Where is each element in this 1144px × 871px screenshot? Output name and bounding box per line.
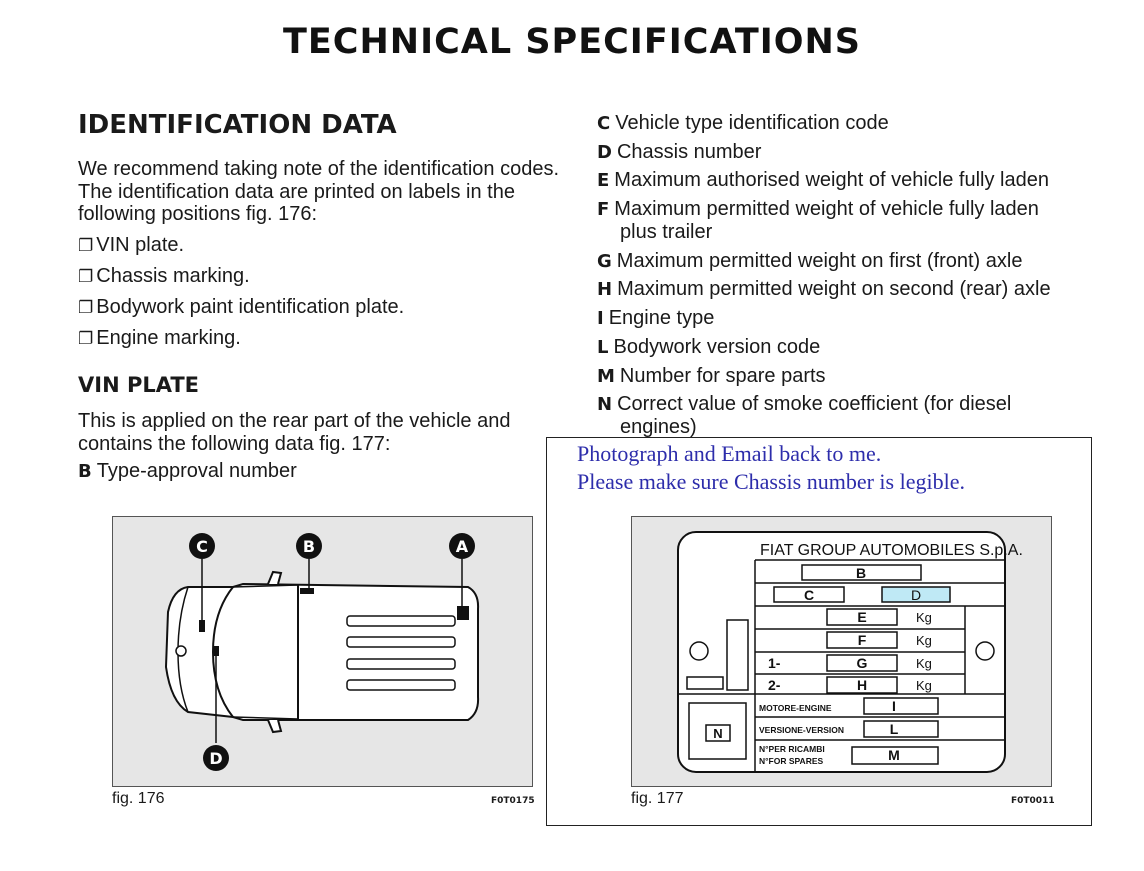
- legend-text-continuation: plus trailer: [620, 221, 713, 243]
- legend-text: Maximum permitted weight on second (rear…: [617, 278, 1051, 300]
- section-title: IDENTIFICATION DATA: [78, 110, 397, 140]
- label-position-a-mark: [457, 606, 469, 620]
- legend-text: Maximum authorised weight of vehicle ful…: [614, 169, 1049, 191]
- plate-field-g: G: [857, 655, 868, 671]
- plate-field-b: B: [856, 565, 866, 581]
- figure-176-caption: fig. 176: [112, 790, 165, 807]
- legend-text: Bodywork version code: [613, 336, 821, 358]
- legend-key: M: [597, 366, 615, 387]
- van-outline: [164, 570, 480, 734]
- callout-label: C: [196, 537, 208, 556]
- plate-field-l: L: [890, 721, 899, 737]
- bullet-item: ❐Engine marking.: [78, 327, 241, 350]
- bullet-text: VIN plate.: [96, 234, 185, 256]
- legend-text: Vehicle type identification code: [615, 112, 889, 134]
- callout-label: D: [209, 749, 222, 768]
- legend-key: B: [78, 461, 92, 482]
- plate-engine-label: MOTORE-ENGINE: [759, 703, 832, 713]
- plate-unit-kg: Kg: [916, 678, 932, 693]
- note-line-1: Photograph and Email back to me.: [577, 441, 882, 466]
- callout-c: C: [189, 533, 215, 559]
- legend-text-continuation: engines): [620, 416, 697, 438]
- roof-ribs: [346, 615, 456, 691]
- label-position-b-mark: [300, 588, 314, 594]
- vin-plate-paragraph: This is applied on the rear part of the …: [78, 410, 511, 455]
- bullet-text: Engine marking.: [96, 327, 241, 349]
- intro-paragraph: We recommend taking note of the identifi…: [78, 158, 560, 225]
- bullet-item: ❐VIN plate.: [78, 234, 184, 257]
- legend-key: H: [597, 279, 613, 300]
- vehicle-top-view-diagram: C B A D: [164, 533, 480, 771]
- checkbox-bullet-icon: ❐: [78, 236, 94, 256]
- plate-unit-kg: Kg: [916, 633, 932, 648]
- handwritten-note-box: [546, 437, 1092, 826]
- legend-key: G: [597, 251, 612, 272]
- plate-spares-label-2: N°FOR SPARES: [759, 756, 823, 766]
- bullet-item: ❐Chassis marking.: [78, 265, 250, 288]
- plate-axle-1: 1-: [768, 655, 781, 671]
- figure-176-frame: C B A D: [112, 516, 533, 787]
- plate-field-h: H: [857, 677, 867, 693]
- vin-plate-diagram: FIAT GROUP AUTOMOBILES S.p.A. B C D E F …: [677, 531, 1023, 773]
- plate-version-label: VERSIONE-VERSION: [759, 725, 844, 735]
- checkbox-bullet-icon: ❐: [78, 267, 94, 287]
- plate-field-f: F: [858, 632, 867, 648]
- page-title: TECHNICAL SPECIFICATIONS: [283, 22, 861, 62]
- bullet-item: ❐Bodywork paint identification plate.: [78, 296, 404, 319]
- plate-field-e: E: [857, 609, 866, 625]
- legend-key: I: [597, 308, 604, 329]
- bullet-text: Chassis marking.: [96, 265, 250, 287]
- legend-text: Type-approval number: [96, 460, 297, 482]
- callout-label: B: [303, 537, 315, 556]
- legend-key: N: [597, 394, 613, 415]
- plate-spares-label-1: N°PER RICAMBI: [759, 744, 825, 754]
- vin-plate-heading: VIN PLATE: [78, 373, 200, 397]
- callout-b: B: [296, 533, 322, 559]
- chassis-number-highlight: [881, 586, 951, 603]
- callout-d: D: [203, 745, 229, 771]
- figure-177-code: F0T0011: [1011, 796, 1055, 806]
- callout-label: A: [456, 537, 469, 556]
- legend-key: C: [597, 113, 611, 134]
- legend-key: F: [597, 199, 610, 220]
- plate-maker-name: FIAT GROUP AUTOMOBILES S.p.A.: [760, 542, 1023, 559]
- legend-text: Maximum permitted weight on first (front…: [616, 250, 1023, 272]
- legend-key: L: [597, 337, 609, 358]
- checkbox-bullet-icon: ❐: [78, 298, 94, 318]
- legend-text: Maximum permitted weight of vehicle full…: [614, 198, 1039, 220]
- plate-field-d: D: [911, 587, 921, 603]
- legend-text: Correct value of smoke coefficient (for …: [617, 393, 1012, 415]
- figure-176-code: F0T0175: [491, 796, 535, 806]
- plate-unit-kg: Kg: [916, 610, 932, 625]
- legend-text: Engine type: [608, 307, 715, 329]
- figure-177-caption: fig. 177: [631, 790, 684, 807]
- plate-field-c: C: [804, 587, 814, 603]
- legend-text: Chassis number: [616, 141, 762, 163]
- checkbox-bullet-icon: ❐: [78, 329, 94, 349]
- figure-177-frame: FIAT GROUP AUTOMOBILES S.p.A. B C D E F …: [631, 516, 1052, 787]
- legend-text: Number for spare parts: [619, 365, 826, 387]
- legend-key: E: [597, 170, 610, 191]
- plate-unit-kg: Kg: [916, 656, 932, 671]
- plate-axle-2: 2-: [768, 677, 781, 693]
- plate-field-i: I: [892, 698, 896, 714]
- plate-field-m: M: [888, 747, 900, 763]
- plate-field-n: N: [713, 726, 722, 741]
- leader-lines: [201, 559, 463, 743]
- bullet-text: Bodywork paint identification plate.: [96, 296, 405, 318]
- legend-key: D: [597, 142, 612, 163]
- note-line-2: Please make sure Chassis number is legib…: [577, 469, 965, 494]
- callout-a: A: [449, 533, 475, 559]
